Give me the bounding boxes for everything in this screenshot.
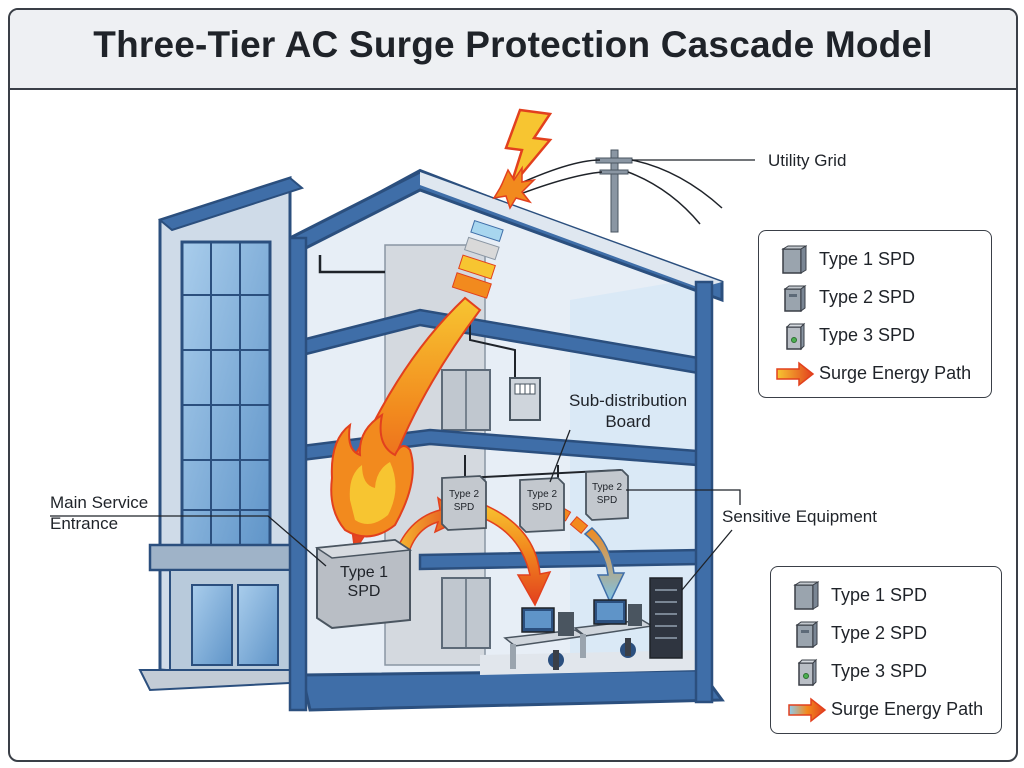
type1-spd-label-line1: Type 1 xyxy=(339,564,389,581)
building-cutaway-illustration xyxy=(50,108,755,712)
label-utility-grid: Utility Grid xyxy=(768,151,847,170)
surge-path-arrow-icon xyxy=(776,361,815,387)
type2-spd-box-a xyxy=(441,475,487,531)
legend-bottom: Type 1 SPD Type 2 SPD Type 3 SPD xyxy=(770,566,1002,734)
type1-spd-box xyxy=(314,538,413,630)
type3-spd-icon xyxy=(797,658,818,687)
type2-spd-box-b xyxy=(519,477,565,533)
legend-bottom-label-type3: Type 3 SPD xyxy=(831,661,928,681)
utility-pole-icon xyxy=(509,149,755,233)
server-rack-icon xyxy=(649,577,683,659)
type2-spd-c-label-line1: Type 2 xyxy=(591,482,623,493)
legend-top-label-type1: Type 1 SPD xyxy=(819,249,916,269)
type1-spd-icon xyxy=(781,245,807,274)
type2-spd-box-c xyxy=(585,469,629,521)
label-sub-distribution-line2: Board xyxy=(605,412,651,431)
type3-spd-icon xyxy=(785,322,806,351)
leader-main-service xyxy=(50,515,327,567)
label-sub-distribution-line1: Sub-distribution xyxy=(568,391,688,410)
computer-workstation-icon xyxy=(503,607,588,670)
legend-top: Type 1 SPD Type 2 SPD Type 3 SPD xyxy=(758,230,992,398)
type2-spd-b-label-line2: SPD xyxy=(531,502,553,513)
lightning-bolt-icon xyxy=(492,108,553,210)
type1-spd-label-line2: SPD xyxy=(347,583,381,600)
legend-bottom-label-type2: Type 2 SPD xyxy=(831,623,928,643)
leader-sub-distribution xyxy=(549,429,571,483)
title-bar: Three-Tier AC Surge Protection Cascade M… xyxy=(10,10,1016,90)
left-tower xyxy=(138,175,313,692)
legend-bottom-label-type1: Type 1 SPD xyxy=(831,585,928,605)
legend-top-label-type2: Type 2 SPD xyxy=(819,287,916,307)
type2-spd-icon xyxy=(795,621,819,648)
legend-bottom-label-surge-path: Surge Energy Path xyxy=(831,699,984,719)
type2-spd-icon xyxy=(783,285,807,312)
type2-spd-b-label-line1: Type 2 xyxy=(526,489,558,500)
type2-spd-a-label-line2: SPD xyxy=(453,502,475,513)
label-sensitive-equipment: Sensitive Equipment xyxy=(722,507,877,526)
leader-server xyxy=(681,529,733,591)
surge-path-arrow-icon xyxy=(788,697,827,723)
legend-top-label-type3: Type 3 SPD xyxy=(819,325,916,345)
type2-spd-c-label-line2: SPD xyxy=(596,495,618,506)
page-title: Three-Tier AC Surge Protection Cascade M… xyxy=(93,24,933,65)
legend-top-label-surge-path: Surge Energy Path xyxy=(819,363,972,383)
diagram-frame: Three-Tier AC Surge Protection Cascade M… xyxy=(8,8,1018,762)
label-main-service-line1: Main Service xyxy=(50,493,149,512)
surge-energy-path-main xyxy=(330,220,504,553)
label-main-service-line2: Entrance xyxy=(50,514,119,533)
leader-sensitive-equipment xyxy=(626,489,741,505)
type1-spd-icon xyxy=(793,581,819,610)
surge-arrow-type2-to-equipment xyxy=(473,502,552,607)
sub-distribution-panel xyxy=(509,377,541,421)
type2-spd-a-label-line1: Type 2 xyxy=(448,489,480,500)
